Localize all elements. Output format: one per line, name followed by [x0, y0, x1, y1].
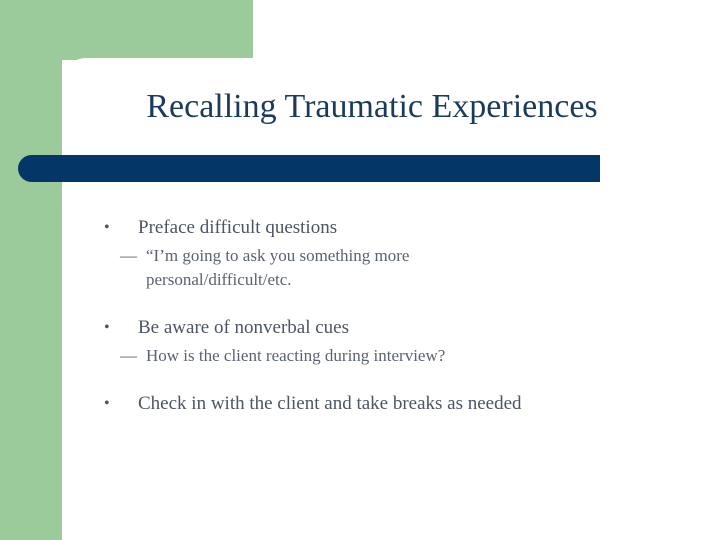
- bullet-item-label: Check in with the client and take breaks…: [138, 393, 522, 414]
- slide-title: Recalling Traumatic Experiences: [146, 88, 598, 125]
- slide-content-panel: [62, 58, 720, 540]
- bullet-group: • Check in with the client and take brea…: [100, 390, 700, 417]
- sub-bullet-item-label: “I’m going to ask you something more per…: [146, 246, 410, 289]
- bullet-item-label: Preface difficult questions: [138, 217, 338, 238]
- bullet-item: • Be aware of nonverbal cues: [100, 314, 700, 341]
- green-side-strip-decoration: [0, 0, 62, 540]
- bullet-item-label: Be aware of nonverbal cues: [138, 317, 350, 338]
- title-underline-bar-decoration: [18, 155, 600, 182]
- sub-bullet-item: — “I’m going to ask you something more p…: [120, 244, 700, 292]
- sub-bullet-item-label: How is the client reacting during interv…: [146, 346, 446, 365]
- bullet-item: • Preface difficult questions: [100, 214, 700, 241]
- bullet-group: • Be aware of nonverbal cues — How is th…: [100, 314, 700, 368]
- slide-bullet-list: • Preface difficult questions — “I’m goi…: [100, 214, 700, 417]
- em-dash-icon: —: [120, 246, 137, 265]
- sub-bullet-item: — How is the client reacting during inte…: [120, 344, 700, 368]
- bullet-dot-icon: •: [104, 395, 110, 412]
- em-dash-icon: —: [120, 346, 137, 365]
- bullet-dot-icon: •: [104, 319, 110, 336]
- green-corner-block-decoration: [0, 0, 253, 60]
- bullet-dot-icon: •: [104, 219, 110, 236]
- bullet-item: • Check in with the client and take brea…: [100, 390, 700, 417]
- bullet-group: • Preface difficult questions — “I’m goi…: [100, 214, 700, 292]
